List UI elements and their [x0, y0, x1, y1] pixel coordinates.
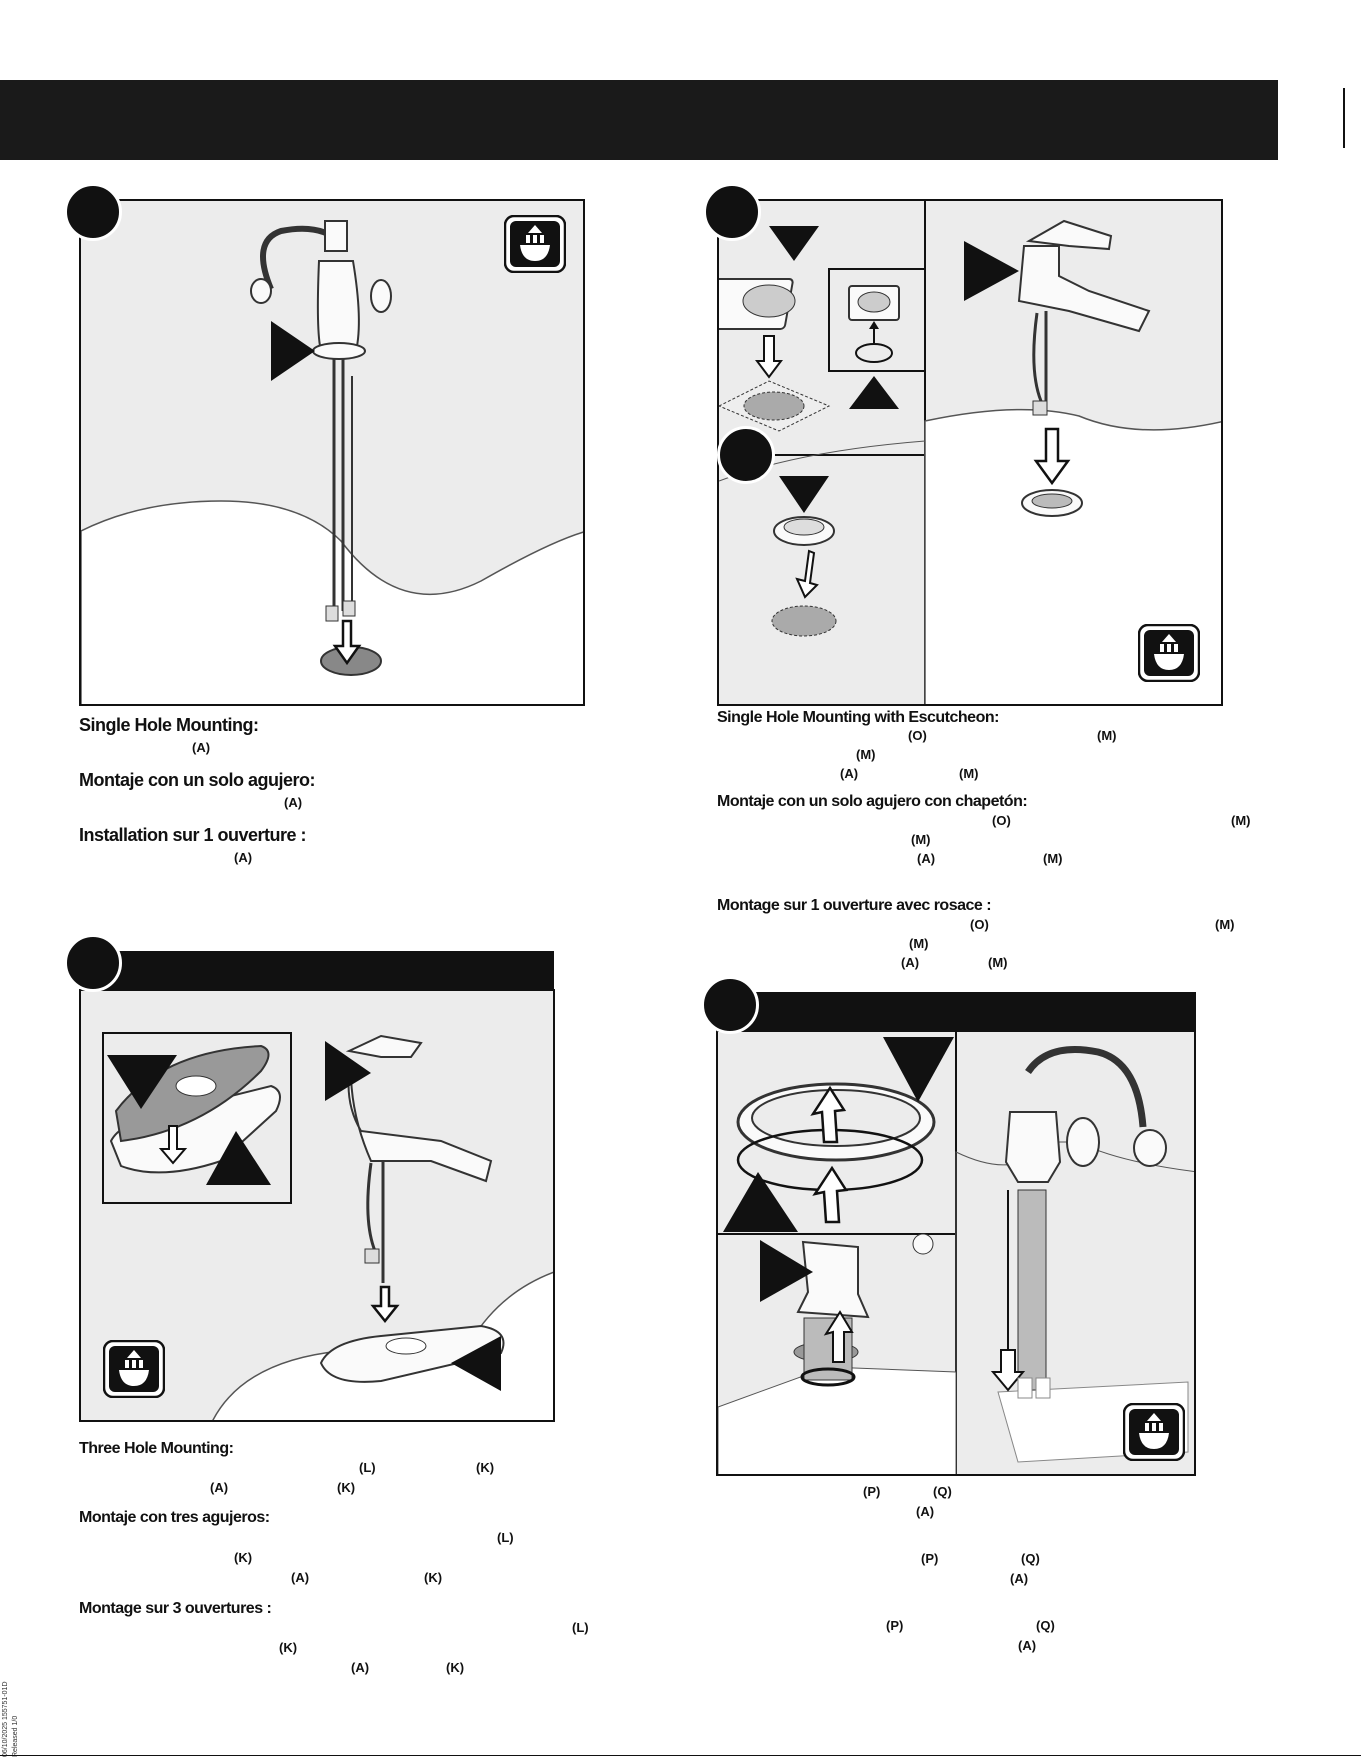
step4-fr-ref-1: (P) [886, 1618, 904, 1633]
step4-es-ref-2: (Q) [1021, 1551, 1040, 1566]
step2-en-ref-1: (O) [908, 728, 927, 743]
step3-en-ref-2: (K) [476, 1460, 495, 1475]
step3-en-ref-4: (K) [337, 1480, 356, 1495]
footer-released: Released 1/0 [12, 1715, 19, 1757]
step2-en-ref-2: (M) [1097, 728, 1117, 743]
step3-heading-fr: Montage sur 3 ouvertures : [79, 1600, 272, 1617]
single-hole-faucet-illustration [81, 220, 583, 704]
step2b-number-circle [717, 426, 775, 484]
step2-heading-es: Montaje con un solo agujero con chapetón… [717, 793, 1028, 810]
sink-basin-icon [1123, 1403, 1185, 1461]
step3-es-ref-2: (K) [234, 1550, 253, 1565]
step3-fr-ref-3: (A) [351, 1660, 370, 1675]
step1-illustration-panel [79, 199, 585, 706]
step3-number-circle [64, 934, 122, 992]
step4-fr-ref-2: (Q) [1036, 1618, 1055, 1633]
step1-number-circle [64, 183, 122, 241]
step1-ref-es: (A) [284, 795, 303, 810]
step1-heading-fr: Installation sur 1 ouverture : [79, 825, 307, 845]
step1-heading-es: Montaje con un solo agujero: [79, 770, 316, 790]
step3-en-ref-3: (A) [210, 1480, 229, 1495]
step3-heading-en: Three Hole Mounting: [79, 1440, 234, 1457]
step1-ref-en: (A) [192, 740, 211, 755]
step1-ref-fr: (A) [234, 850, 253, 865]
step2-es-ref-4: (A) [917, 851, 936, 866]
footer-date-code: 06/10/2025 155751-01D [2, 1681, 9, 1757]
step2-en-ref-3: (M) [856, 747, 876, 762]
sink-basin-icon [103, 1340, 165, 1398]
step2-es-ref-1: (O) [992, 813, 1011, 828]
step2-heading-en: Single Hole Mounting with Escutcheon: [717, 709, 999, 726]
step2-en-ref-5: (M) [959, 766, 979, 781]
step1-heading-en: Single Hole Mounting: [79, 715, 259, 735]
page-edge-mark [1343, 88, 1345, 148]
step4-illustration-panel [716, 1030, 1196, 1476]
step3-title-bar [90, 951, 554, 989]
step4-en-ref-3: (A) [916, 1504, 935, 1519]
step2-en-ref-4: (A) [840, 766, 859, 781]
step4-title-bar [716, 992, 1196, 1030]
step2-fr-ref-3: (M) [909, 936, 929, 951]
step2-heading-fr: Montage sur 1 ouverture avec rosace : [717, 897, 992, 914]
step4-en-ref-2: (Q) [933, 1484, 952, 1499]
step3-es-ref-3: (A) [291, 1570, 310, 1585]
sink-basin-icon [504, 215, 566, 273]
sink-basin-icon [1138, 624, 1200, 682]
step2-fr-ref-5: (M) [988, 955, 1008, 970]
gasket-faucet-illustration [718, 1032, 1194, 1474]
step3-fr-ref-2: (K) [279, 1640, 298, 1655]
step3-es-ref-1: (L) [497, 1530, 514, 1545]
step3-es-ref-4: (K) [424, 1570, 443, 1585]
step3-en-ref-1: (L) [359, 1460, 376, 1475]
step4-es-ref-3: (A) [1010, 1571, 1029, 1586]
step4-en-ref-1: (P) [863, 1484, 881, 1499]
footer-rule [0, 1755, 1361, 1756]
step2-es-ref-2: (M) [1231, 813, 1251, 828]
step2-es-ref-5: (M) [1043, 851, 1063, 866]
header-bar [0, 80, 1278, 160]
step3-fr-ref-4: (K) [446, 1660, 465, 1675]
step2-fr-ref-4: (A) [901, 955, 920, 970]
step3-fr-ref-1: (L) [572, 1620, 589, 1635]
step2-fr-ref-2: (M) [1215, 917, 1235, 932]
step4-es-ref-1: (P) [921, 1551, 939, 1566]
step2-es-ref-3: (M) [911, 832, 931, 847]
step4-number-circle [701, 976, 759, 1034]
step2-fr-ref-1: (O) [970, 917, 989, 932]
step4-fr-ref-3: (A) [1018, 1638, 1037, 1653]
step2a-number-circle [703, 183, 761, 241]
three-hole-faucet-illustration [102, 1032, 553, 1420]
step3-heading-es: Montaje con tres agujeros: [79, 1509, 270, 1526]
